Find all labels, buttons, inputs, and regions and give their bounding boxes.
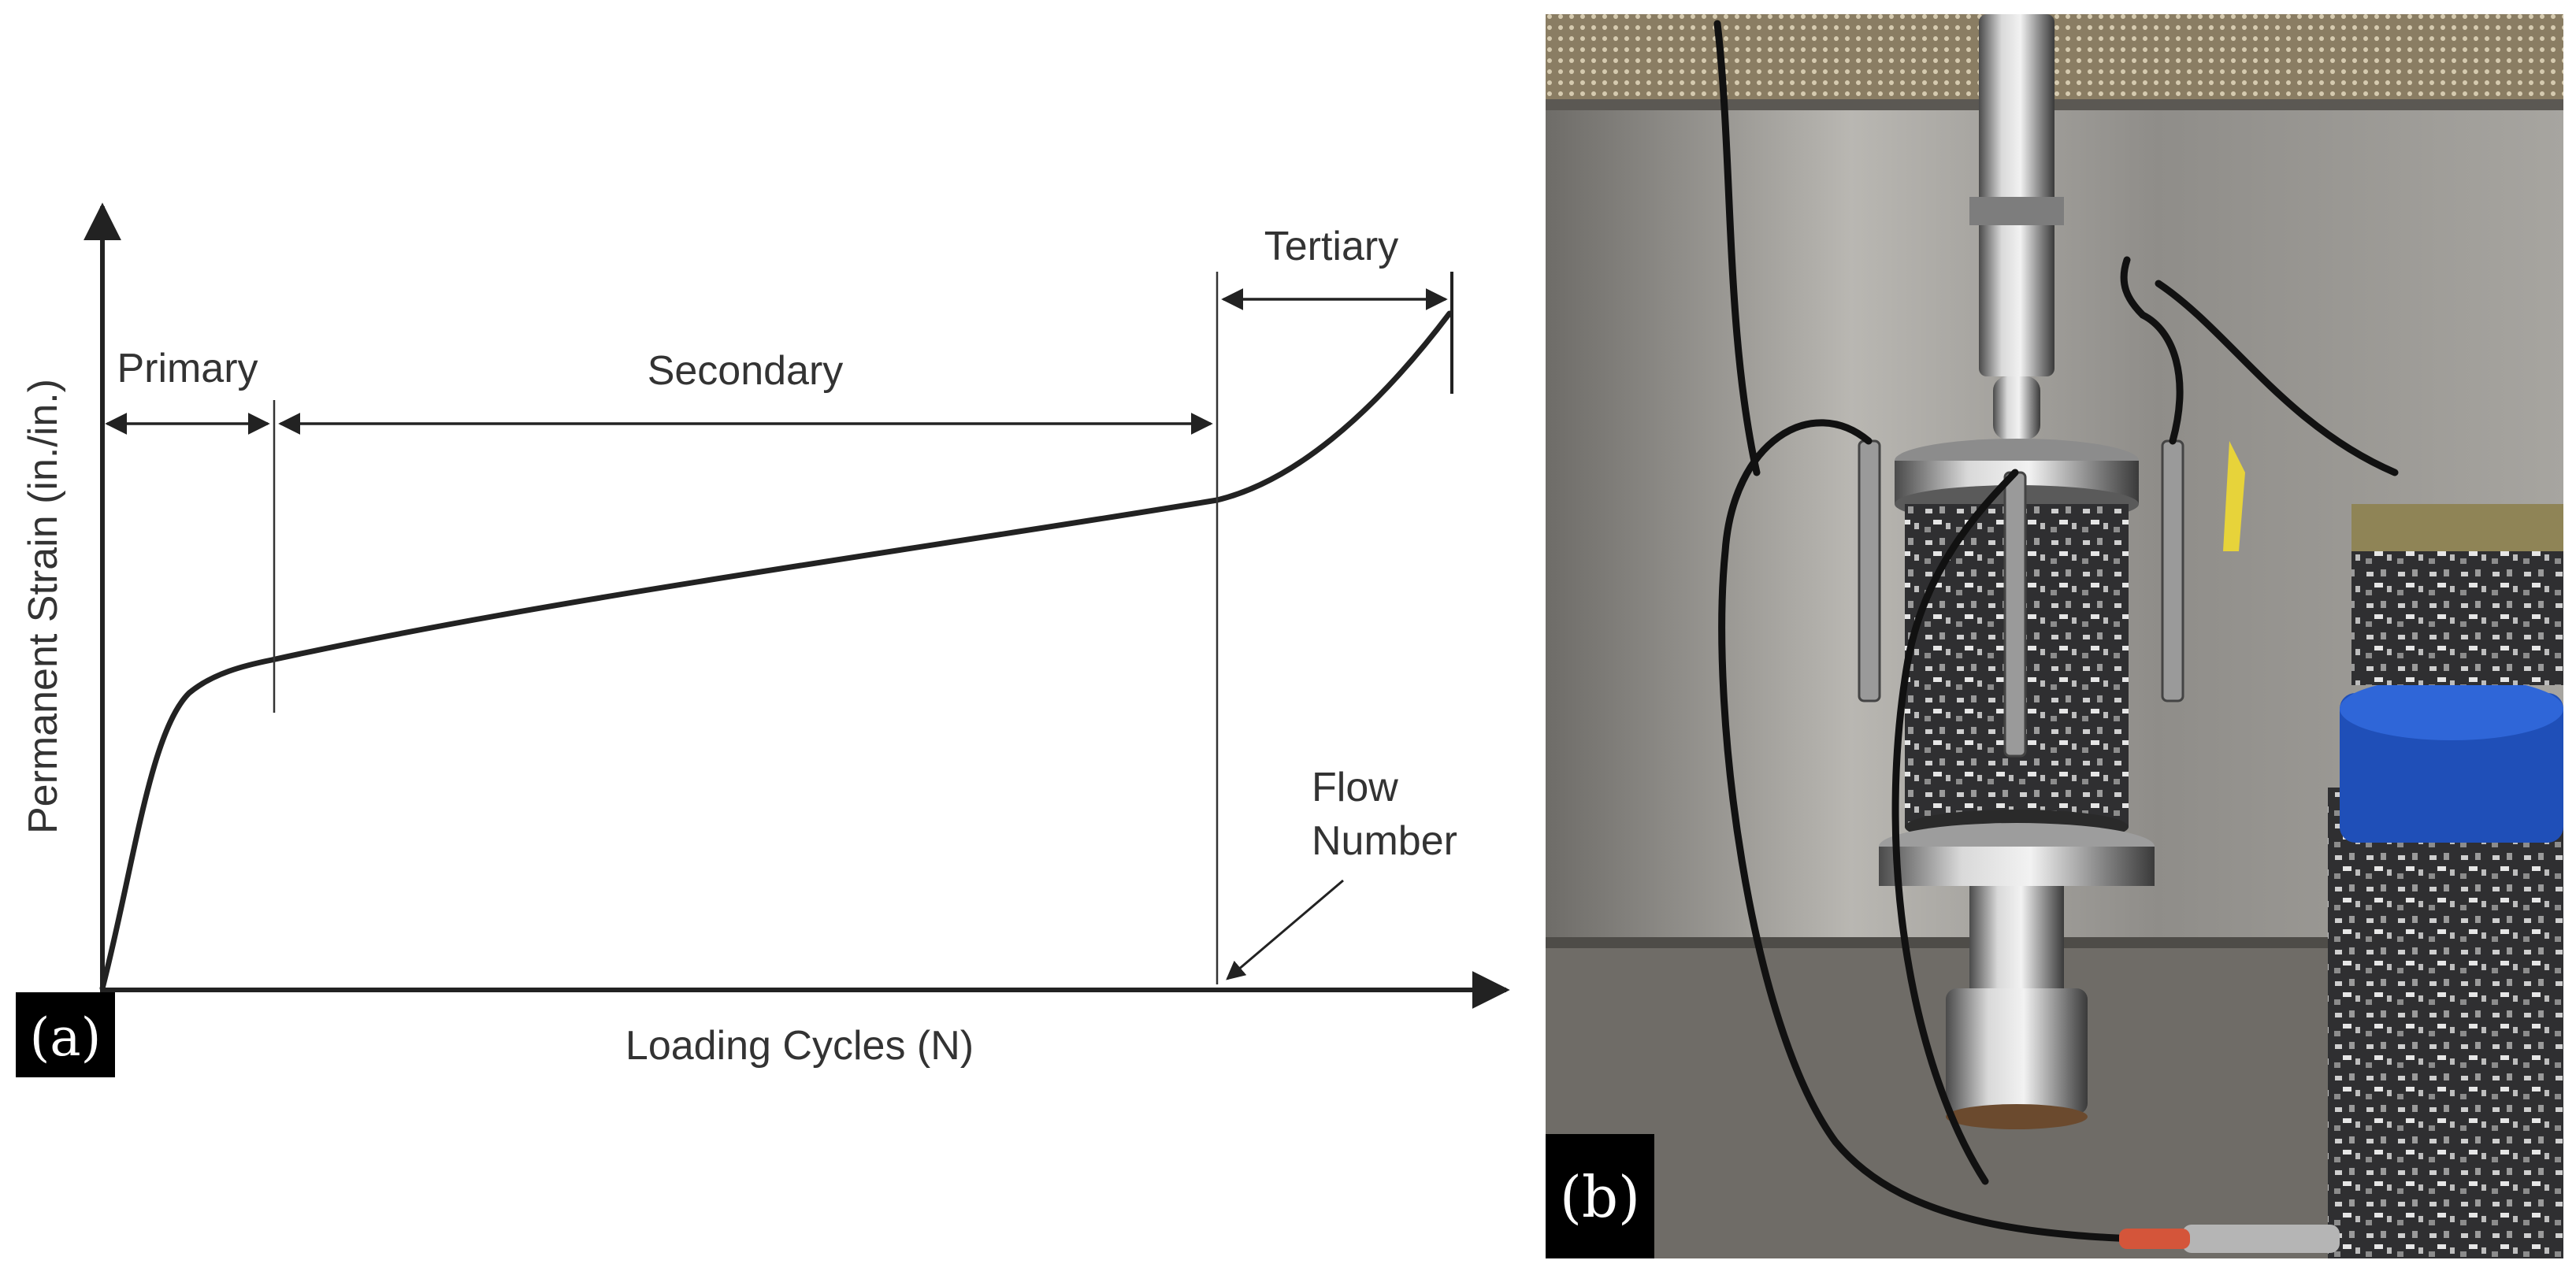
second-specimen: [2328, 788, 2563, 1258]
loading-piston: [1979, 14, 2054, 376]
yellow-tag: [2223, 441, 2245, 551]
panel-b-label-box: [1546, 1134, 1654, 1258]
flow-number-label-line2: Number: [1312, 818, 1457, 864]
flow-number-pointer: [1226, 879, 1344, 980]
base-block: [1946, 988, 2088, 1114]
panel-b-label: (b): [1560, 1164, 1640, 1230]
probe-handle: [2182, 1225, 2340, 1253]
base-column: [1969, 886, 2064, 988]
secondary-label: Secondary: [648, 348, 844, 394]
sensor-cables: [1713, 20, 2399, 1244]
panel-b-photo: (b): [1546, 14, 2563, 1258]
bottom-platen: [1879, 847, 2155, 886]
lvdt-sensors: [1858, 439, 2184, 758]
x-axis-label: Loading Cycles (N): [625, 1023, 974, 1069]
panel-a-diagram: Primary Secondary Tertiary Flow Number L…: [16, 202, 1510, 1077]
panel-a-label-box: [16, 992, 115, 1077]
panel-a-label: (a): [30, 1007, 102, 1068]
flow-number-label-line1: Flow: [1312, 765, 1398, 810]
permanent-strain-curve: [99, 310, 1453, 991]
tertiary-label: Tertiary: [1264, 224, 1398, 269]
y-axis-label: Permanent Strain (in./in.): [20, 379, 66, 834]
primary-label: Primary: [117, 346, 258, 391]
